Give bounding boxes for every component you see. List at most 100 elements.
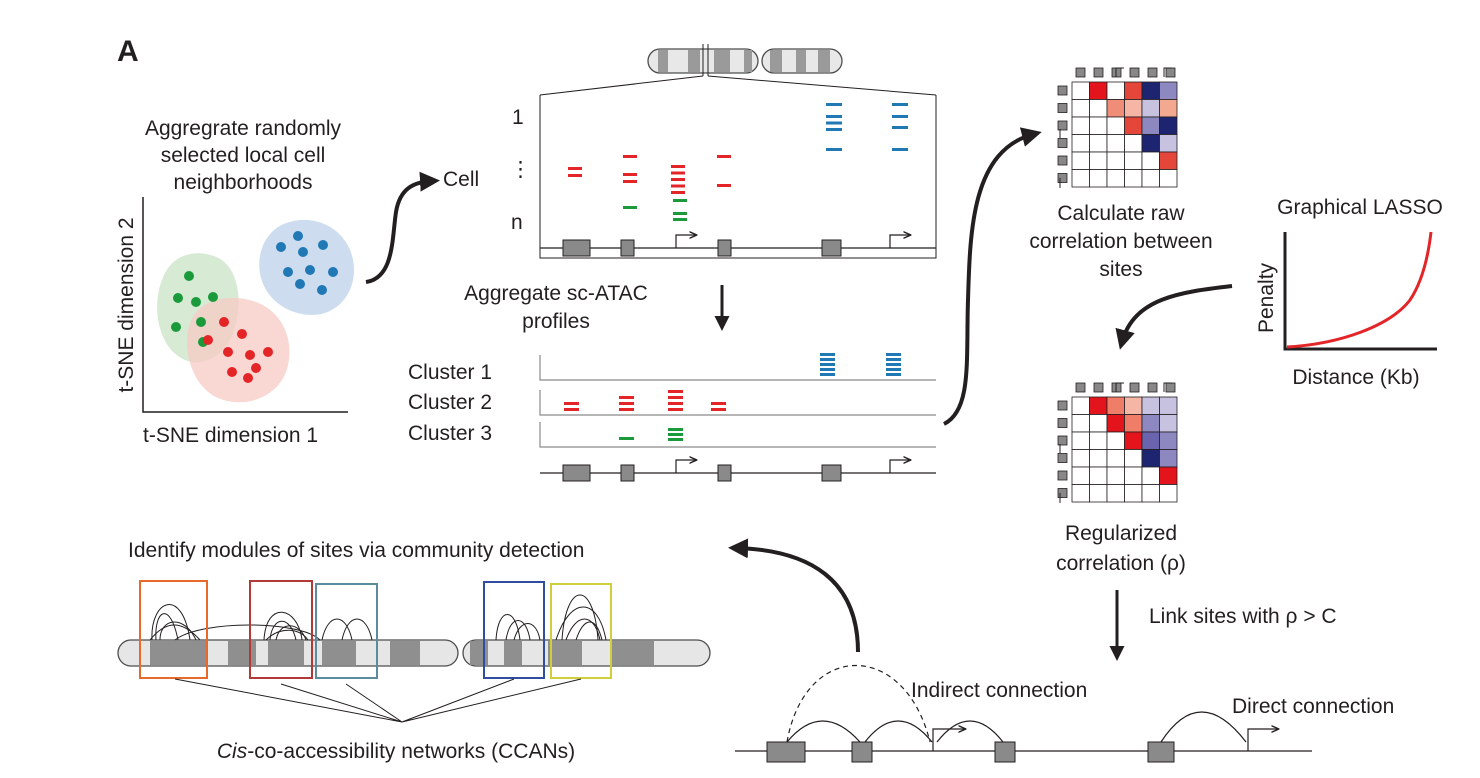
regularized-label-line-1: Regularized: [1065, 522, 1177, 545]
red-cell-dot: [243, 373, 253, 383]
tsne-axes: [142, 197, 348, 413]
peak-mark: [619, 402, 634, 405]
matrix-cell: [1124, 484, 1143, 503]
aggregate-label-line-2: profiles: [522, 310, 590, 333]
site-marker: [1057, 470, 1068, 481]
matrix-cell: [1141, 81, 1160, 100]
gene-track-bottom: [540, 460, 936, 482]
tsne-cell-dots: [171, 231, 338, 383]
chromosome-band: [504, 641, 522, 665]
chromosome-band: [150, 641, 208, 665]
site-marker: [1057, 400, 1068, 411]
exon-box: [620, 464, 635, 482]
peak-mark: [619, 437, 634, 440]
exon-box: [821, 239, 842, 257]
peak-mark: [711, 402, 726, 405]
matrix-cell: [1089, 81, 1108, 100]
link-label: Link sites with ρ > C: [1149, 605, 1337, 628]
lasso-panel: Graphical LASSO Penalty Distance (Kb): [1255, 196, 1443, 389]
matrix-cell: [1124, 134, 1143, 153]
red-cluster-blob: [186, 297, 290, 403]
site-marker: [1129, 67, 1140, 78]
peak-mark: [668, 428, 683, 431]
matrix-cell: [1141, 99, 1160, 118]
blue-cell-dot: [317, 285, 327, 295]
matrix-cell: [1106, 169, 1125, 188]
matrix-cell: [1071, 431, 1090, 450]
raw-label-line-2: correlation between: [1029, 230, 1212, 253]
peak-mark: [671, 191, 685, 194]
matrix-cell: [1159, 169, 1178, 188]
blue-cell-dot: [318, 240, 328, 250]
matrix-cell: [1071, 484, 1090, 503]
matrix-cell: [1089, 99, 1108, 118]
site-marker: [1075, 67, 1086, 78]
matrix-cell: [1106, 396, 1125, 415]
single-cell-panel: 1 ⋮ Cell n: [443, 44, 937, 259]
matrix-cell: [1141, 396, 1160, 415]
red-cell-dot: [263, 347, 273, 357]
tss-arrow: [1163, 67, 1172, 77]
site-marker: [1165, 382, 1176, 393]
site-marker: [1075, 382, 1086, 393]
lasso-ylabel: Penalty: [1255, 262, 1278, 333]
matrix-cell: [1141, 134, 1160, 153]
matrix-cell: [1141, 169, 1160, 188]
module-box-4: [483, 581, 545, 679]
exon-box: [821, 464, 842, 482]
matrix-cell: [1159, 466, 1178, 485]
site-marker: [1147, 67, 1158, 78]
tsne-ylabel: t-SNE dimension 2: [115, 217, 138, 392]
matrix-cell: [1124, 449, 1143, 468]
peak-mark: [886, 363, 901, 366]
module-box-2: [249, 580, 313, 679]
peak-mark: [717, 155, 731, 158]
matrix-cell: [1159, 151, 1178, 170]
peak-mark: [820, 363, 835, 366]
matrix-cell: [1089, 134, 1108, 153]
cluster-2-label: Cluster 2: [408, 391, 492, 414]
matrix-cell: [1141, 449, 1160, 468]
exon-box: [620, 239, 635, 257]
chromosome-band: [612, 641, 654, 665]
peak-mark: [717, 184, 731, 187]
peak-mark: [673, 212, 687, 215]
matrix-cell: [1071, 134, 1090, 153]
tss-arrow: [1163, 382, 1172, 392]
site-marker: [1057, 138, 1068, 148]
peak-mark: [623, 180, 637, 183]
matrix-cell: [1071, 99, 1090, 118]
matrix-cell: [1159, 449, 1178, 468]
peak-mark: [826, 128, 842, 131]
tsne-title-line-1: Aggregrate randomly: [145, 117, 342, 140]
site-marker: [1165, 67, 1176, 78]
green-cell-dot: [196, 317, 206, 327]
zoom-lines: [539, 75, 937, 96]
connection-track: Indirect connection Direct connection: [735, 664, 1394, 763]
module-box-5: [550, 583, 612, 679]
site-marker: [1057, 453, 1068, 463]
matrix-cell: [1089, 116, 1108, 135]
chromosome-band: [470, 641, 488, 665]
peak-mark: [711, 408, 726, 411]
peak-mark: [619, 396, 634, 399]
peak-mark: [568, 174, 582, 177]
matrix-cell: [1089, 414, 1108, 433]
blue-cell-dot: [283, 267, 293, 277]
matrix-cell: [1071, 169, 1090, 188]
peak-mark: [568, 167, 582, 170]
site-marker: [1057, 435, 1068, 446]
tsne-xlabel: t-SNE dimension 1: [143, 424, 318, 447]
matrix-cell: [1106, 116, 1125, 135]
peak-mark: [886, 373, 901, 376]
lasso-axes: [1283, 232, 1437, 351]
cluster-peaks: [564, 353, 901, 441]
lasso-xlabel: Distance (Kb): [1292, 366, 1419, 389]
matrix-cell: [1106, 99, 1125, 118]
matrix-cell: [1089, 466, 1108, 485]
red-cell-dot: [223, 347, 233, 357]
peak-mark: [668, 408, 683, 411]
modules-panel: Identify modules of sites via community …: [117, 539, 711, 763]
red-cell-dot: [251, 363, 261, 373]
